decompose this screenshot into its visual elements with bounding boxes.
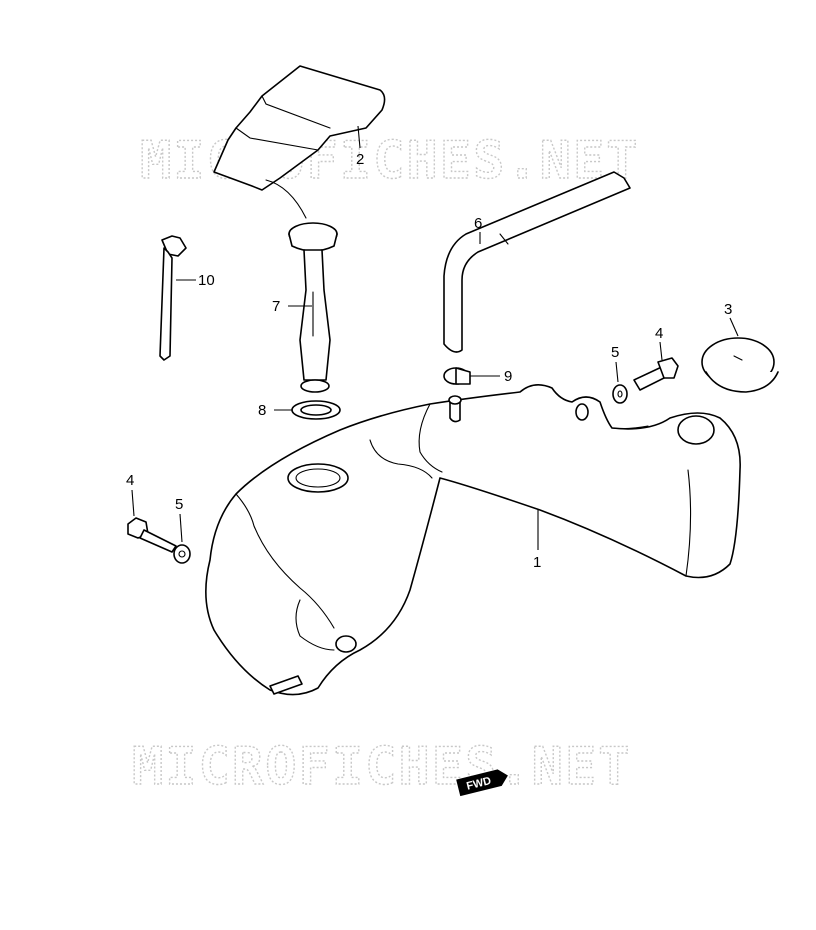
part-4-bolt-left [127, 517, 177, 553]
callout-9: 9 [504, 368, 512, 385]
part-10-strap [159, 235, 187, 361]
part-4-bolt-upper [633, 357, 679, 391]
callout-10: 10 [198, 272, 215, 289]
callout-6: 6 [474, 215, 482, 232]
watermark-bottom: MICROFICHES.NET [132, 737, 632, 797]
callout-5-upper: 5 [611, 344, 619, 361]
callout-1: 1 [533, 554, 541, 571]
callout-5-left: 5 [175, 496, 183, 513]
callout-7: 7 [272, 298, 280, 315]
part-9-hose-clip [443, 367, 471, 385]
part-7-fuel-sender [288, 222, 338, 393]
part-2-cover [213, 65, 386, 219]
part-6-breather-hose [443, 171, 631, 353]
leader-lines [131, 125, 739, 550]
part-3-fuel-cap [701, 337, 779, 393]
watermark-top: MICROFICHES.NET [140, 131, 640, 191]
callout-4-left: 4 [126, 472, 134, 489]
callout-4-upper: 4 [655, 325, 663, 342]
callout-8: 8 [258, 402, 266, 419]
callout-2: 2 [356, 151, 364, 168]
fwd-label: FWD [465, 775, 492, 793]
part-1-fuel-tank [205, 384, 741, 696]
part-5-washer-left [173, 544, 191, 564]
fwd-direction-badge: FWD [456, 769, 508, 797]
part-5-washer-upper [612, 384, 628, 404]
callout-3: 3 [724, 301, 732, 318]
part-8-gasket [291, 400, 341, 420]
